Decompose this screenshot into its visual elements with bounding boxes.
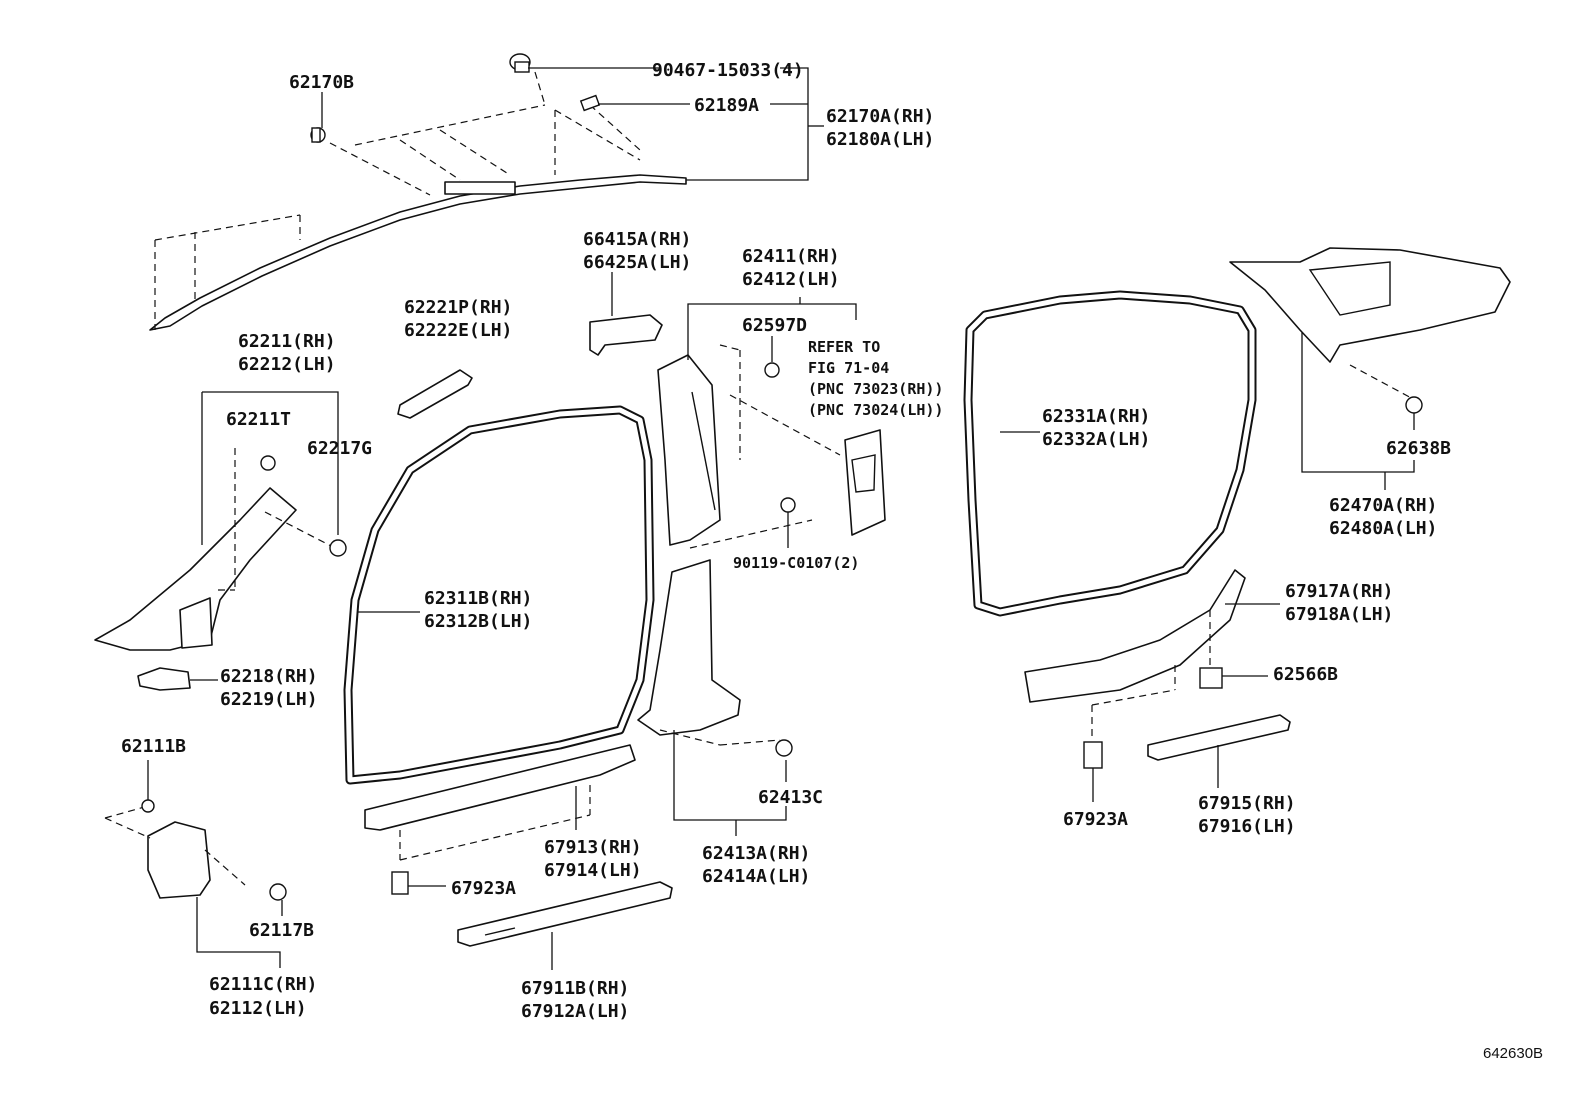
label-62117b: 62117B bbox=[249, 920, 314, 941]
label-62111c: 62111C(RH) bbox=[209, 974, 317, 995]
label-62413a: 62413A(RH) bbox=[702, 843, 810, 864]
bracket-62221p bbox=[397, 369, 473, 419]
label-62413c: 62413C bbox=[758, 787, 823, 808]
label-62312b: 62312B(LH) bbox=[424, 611, 532, 632]
callout-labels: 90467-15033(4) 62189A 62170A(RH) 62180A(… bbox=[121, 60, 1543, 1062]
label-62414a: 62414A(LH) bbox=[702, 866, 810, 887]
label-62211t: 62211T bbox=[226, 409, 291, 430]
clip-62170b bbox=[310, 127, 326, 143]
front-door-weatherstrip bbox=[343, 405, 655, 785]
label-62480a: 62480A(LH) bbox=[1329, 518, 1437, 539]
label-66415a: 66415A(RH) bbox=[583, 229, 691, 250]
clip-62413c bbox=[775, 739, 793, 757]
refer-line-4: (PNC 73024(LH)) bbox=[808, 401, 943, 419]
label-62221p: 62221P(RH) bbox=[404, 297, 512, 318]
label-62219: 62219(LH) bbox=[220, 689, 318, 710]
clip-62111b bbox=[141, 799, 155, 813]
label-90119: 90119-C0107(2) bbox=[733, 554, 859, 572]
label-62170a: 62170A(RH) bbox=[826, 106, 934, 127]
label-62189a: 62189A bbox=[694, 95, 759, 116]
label-62311b: 62311B(RH) bbox=[424, 588, 532, 609]
front-door-scuff-plate bbox=[457, 881, 673, 947]
rear-scuff-plate bbox=[1024, 569, 1246, 740]
clip-67923a-front bbox=[391, 871, 409, 895]
label-67923a-front: 67923A bbox=[451, 878, 516, 899]
roof-side-inner-garnish bbox=[1229, 247, 1511, 401]
roof-side-rail-garnish bbox=[149, 71, 687, 331]
clip-62211t bbox=[260, 455, 276, 471]
label-62211: 62211(RH) bbox=[238, 331, 336, 352]
clip-62597d bbox=[764, 362, 780, 378]
clip-67923a-rear bbox=[1083, 741, 1103, 769]
clip-62638b bbox=[1405, 396, 1423, 414]
label-62566b: 62566B bbox=[1273, 664, 1338, 685]
label-62112: 62112(LH) bbox=[209, 998, 307, 1019]
front-pillar-garnish bbox=[94, 448, 336, 651]
clip-90467 bbox=[509, 53, 531, 73]
label-67912a: 67912A(LH) bbox=[521, 1001, 629, 1022]
label-67917a: 67917A(RH) bbox=[1285, 581, 1393, 602]
label-62597d: 62597D bbox=[742, 315, 807, 336]
refer-line-1: REFER TO bbox=[808, 338, 880, 356]
label-67918a: 67918A(LH) bbox=[1285, 604, 1393, 625]
label-67923a-rear: 67923A bbox=[1063, 809, 1128, 830]
clip-62217g bbox=[329, 539, 347, 557]
part-62218 bbox=[137, 667, 191, 691]
center-pillar-lower bbox=[637, 559, 781, 746]
label-66425a: 66425A(LH) bbox=[583, 252, 691, 273]
label-67911b: 67911B(RH) bbox=[521, 978, 629, 999]
label-62470a: 62470A(RH) bbox=[1329, 495, 1437, 516]
label-67913: 67913(RH) bbox=[544, 837, 642, 858]
label-62411: 62411(RH) bbox=[742, 246, 840, 267]
screw-90119 bbox=[780, 497, 796, 513]
clip-62117b bbox=[269, 883, 287, 901]
front-scuff-plate bbox=[364, 744, 636, 861]
label-62170b: 62170B bbox=[289, 72, 354, 93]
label-62331a: 62331A(RH) bbox=[1042, 406, 1150, 427]
label-62180a: 62180A(LH) bbox=[826, 129, 934, 150]
label-62222e: 62222E(LH) bbox=[404, 320, 512, 341]
rear-door-scuff-plate bbox=[1147, 714, 1291, 761]
label-67915: 67915(RH) bbox=[1198, 793, 1296, 814]
label-62217g: 62217G bbox=[307, 438, 372, 459]
label-90467: 90467-15033(4) bbox=[652, 60, 804, 81]
center-pillar-upper bbox=[657, 344, 841, 549]
label-62218: 62218(RH) bbox=[220, 666, 318, 687]
bracket-66415a bbox=[589, 314, 663, 356]
refer-line-2: FIG 71-04 bbox=[808, 359, 889, 377]
cowl-side-trim bbox=[104, 805, 246, 899]
label-67916: 67916(LH) bbox=[1198, 816, 1296, 837]
label-62111b: 62111B bbox=[121, 736, 186, 757]
label-62638b: 62638B bbox=[1386, 438, 1451, 459]
figure-id: 642630B bbox=[1483, 1045, 1543, 1062]
seatbelt-anchor-cover bbox=[844, 429, 886, 536]
clip-62566b bbox=[1199, 667, 1223, 689]
rear-door-weatherstrip bbox=[963, 290, 1257, 617]
label-62332a: 62332A(LH) bbox=[1042, 429, 1150, 450]
label-62212: 62212(LH) bbox=[238, 354, 336, 375]
label-67914: 67914(LH) bbox=[544, 860, 642, 881]
refer-line-3: (PNC 73023(RH)) bbox=[808, 380, 943, 398]
label-62412: 62412(LH) bbox=[742, 269, 840, 290]
clip-62189a bbox=[579, 94, 601, 112]
